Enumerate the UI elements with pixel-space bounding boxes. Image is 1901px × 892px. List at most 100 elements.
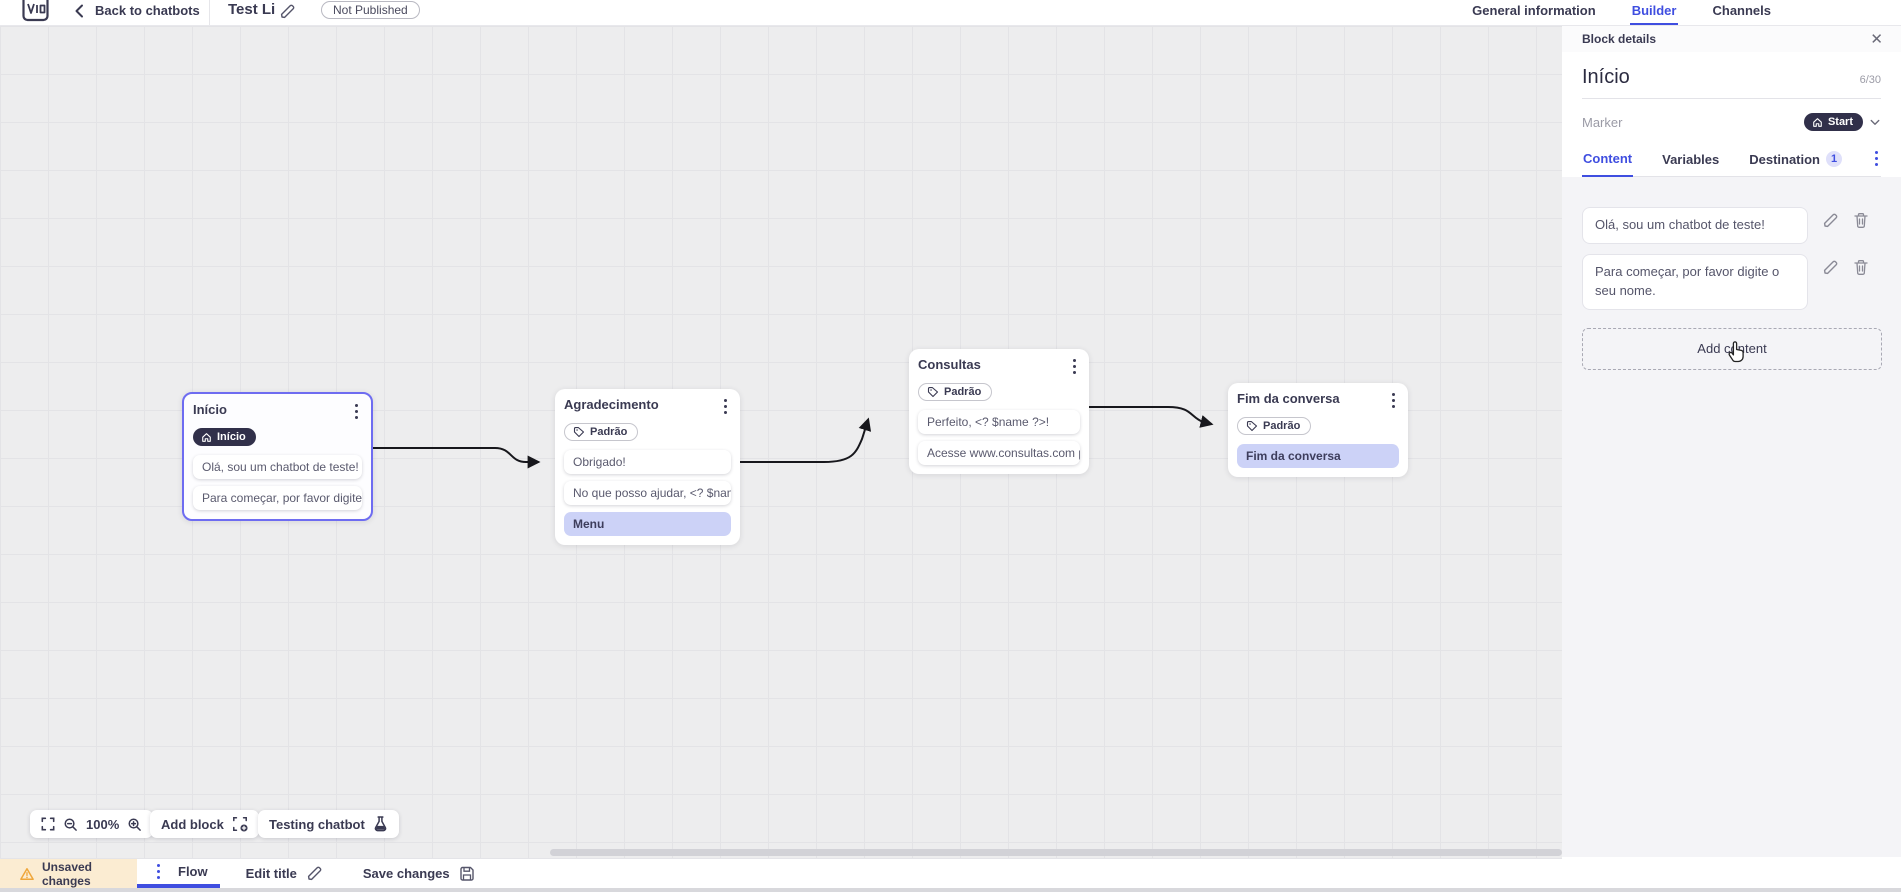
top-bar: Back to chatbots Test Li Not Published G… (0, 0, 1901, 26)
close-icon[interactable]: ✕ (1870, 30, 1883, 48)
save-changes-button[interactable]: Save changes (363, 859, 475, 888)
horizontal-scrollbar[interactable] (550, 849, 1562, 856)
topbar-divider (209, 0, 210, 25)
back-to-chatbots-link[interactable]: Back to chatbots (95, 3, 200, 18)
tab-content[interactable]: Content (1582, 147, 1634, 177)
flask-icon (373, 816, 388, 832)
content-item-row: Para começar, por favor digite o seu nom… (1582, 253, 1881, 310)
block-details-panel: Block details ✕ Início 6/30 Marker Start (1562, 26, 1901, 875)
block-content-card[interactable]: Olá, sou um chatbot de teste! (193, 454, 362, 479)
panel-header: Block details ✕ (1562, 26, 1901, 52)
block-content-card[interactable]: Acesse www.consultas.com par... (918, 441, 1080, 465)
default-marker-badge: Padrão (918, 383, 993, 401)
marker-badge-label: Padrão (590, 426, 628, 438)
save-changes-label: Save changes (362, 866, 450, 881)
panel-content-section: Olá, sou um chatbot de teste! Para começ… (1562, 177, 1901, 857)
block-content-card[interactable]: Para começar, por favor digite o ... (193, 485, 362, 510)
zoom-level: 100% (86, 816, 120, 832)
name-char-counter: 6/30 (1859, 74, 1881, 86)
tag-icon (573, 426, 585, 438)
block-menu-kebab-icon[interactable] (720, 397, 731, 416)
marker-badge-label: Padrão (1263, 420, 1301, 432)
flow-connections (372, 406, 1214, 469)
block-action-card[interactable]: Fim da conversa (1237, 444, 1399, 468)
flow-block-consultas[interactable]: Consultas Padrão Perfeito, <? $name ?>! … (909, 349, 1089, 474)
start-marker-badge: Início (193, 428, 256, 446)
connection-inicio-agradecimento[interactable] (372, 447, 541, 469)
status-badge: Not Published (321, 1, 420, 19)
edit-title-pencil-icon[interactable] (279, 3, 296, 20)
pencil-icon (307, 866, 322, 881)
flow-block-inicio[interactable]: Início Início Olá, sou um chatbot de tes… (182, 392, 373, 521)
tab-flow[interactable]: Flow (137, 859, 220, 888)
tab-general-information[interactable]: General information (1472, 3, 1596, 18)
connection-agradecimento-consultas[interactable] (739, 417, 872, 463)
app-logo-icon (22, 0, 49, 24)
testing-chatbot-button[interactable]: Testing chatbot (258, 810, 399, 838)
flow-block-fim-da-conversa[interactable]: Fim da conversa Padrão Fim da conversa (1228, 383, 1408, 477)
flow-canvas[interactable]: Início Início Olá, sou um chatbot de tes… (0, 26, 1562, 858)
block-title: Início (193, 402, 227, 417)
tab-channels[interactable]: Channels (1712, 3, 1771, 18)
default-marker-badge: Padrão (564, 423, 639, 441)
tab-variables[interactable]: Variables (1662, 152, 1720, 167)
edit-pencil-icon[interactable] (1822, 212, 1839, 229)
marker-value-label: Start (1827, 116, 1853, 128)
unsaved-changes-indicator: Unsaved changes (0, 859, 137, 888)
block-content-card[interactable]: Obrigado! (564, 450, 731, 474)
add-content-button[interactable]: Add content (1582, 327, 1882, 370)
content-item-row: Olá, sou um chatbot de teste! (1582, 207, 1881, 244)
block-name-input[interactable]: Início (1582, 66, 1630, 88)
edit-title-label: Edit title (245, 866, 297, 881)
block-menu-kebab-icon[interactable] (1069, 357, 1080, 376)
marker-label: Marker (1582, 114, 1623, 130)
delete-trash-icon[interactable] (1853, 212, 1869, 229)
add-block-button[interactable]: Add block (150, 810, 259, 838)
flow-tab-kebab-icon[interactable] (153, 862, 164, 881)
back-chevron-icon[interactable] (72, 3, 88, 19)
content-text-card[interactable]: Olá, sou um chatbot de teste! (1582, 207, 1808, 244)
chatbot-title: Test Li (228, 1, 276, 18)
edit-pencil-icon[interactable] (1822, 259, 1839, 276)
bottom-bar: Unsaved changes Flow Edit title Save cha… (0, 858, 1562, 888)
block-menu-kebab-icon[interactable] (351, 402, 362, 421)
warning-icon (20, 867, 34, 880)
marker-badge-label: Início (217, 431, 246, 443)
window-bottom-strip (0, 888, 1901, 892)
flow-block-agradecimento[interactable]: Agradecimento Padrão Obrigado! No que po… (555, 389, 740, 545)
add-block-icon (232, 816, 248, 832)
block-content-card[interactable]: Perfeito, <? $name ?>! (918, 410, 1080, 434)
default-marker-badge: Padrão (1237, 417, 1312, 435)
chevron-down-icon (1870, 119, 1880, 125)
marker-select[interactable]: Start (1803, 113, 1881, 131)
add-block-label: Add block (161, 816, 224, 832)
marker-badge-label: Padrão (944, 386, 982, 398)
tab-destination[interactable]: Destination 1 (1748, 147, 1843, 176)
zoom-controls: 100% (30, 810, 154, 838)
home-icon (202, 432, 211, 442)
block-menu-kebab-icon[interactable] (1388, 391, 1399, 410)
home-icon (1813, 117, 1822, 127)
block-title: Agradecimento (564, 397, 659, 412)
delete-trash-icon[interactable] (1853, 259, 1869, 276)
zoom-in-icon[interactable] (127, 817, 142, 832)
unsaved-changes-label: Unsaved changes (41, 859, 92, 888)
content-text-card[interactable]: Para começar, por favor digite o seu nom… (1582, 253, 1808, 310)
edit-title-button[interactable]: Edit title (246, 859, 323, 888)
block-title: Fim da conversa (1237, 391, 1340, 406)
save-icon (459, 866, 474, 881)
block-content-card[interactable]: No que posso ajudar, <? $name ... (564, 481, 731, 505)
fullscreen-icon[interactable] (41, 817, 55, 831)
block-title: Consultas (918, 357, 981, 372)
block-action-card[interactable]: Menu (564, 512, 731, 536)
zoom-out-icon[interactable] (63, 817, 78, 832)
testing-chatbot-label: Testing chatbot (269, 816, 365, 832)
destination-count-badge: 1 (1826, 151, 1843, 167)
builder-tabs: General information Builder Channels (1470, 0, 1773, 25)
connection-consultas-fim[interactable] (1087, 406, 1214, 428)
panel-top-section: Início 6/30 Marker Start Content Variabl… (1562, 52, 1901, 177)
tab-builder[interactable]: Builder (1629, 0, 1679, 25)
tag-icon (927, 386, 939, 398)
panel-menu-kebab-icon[interactable] (1871, 149, 1882, 168)
